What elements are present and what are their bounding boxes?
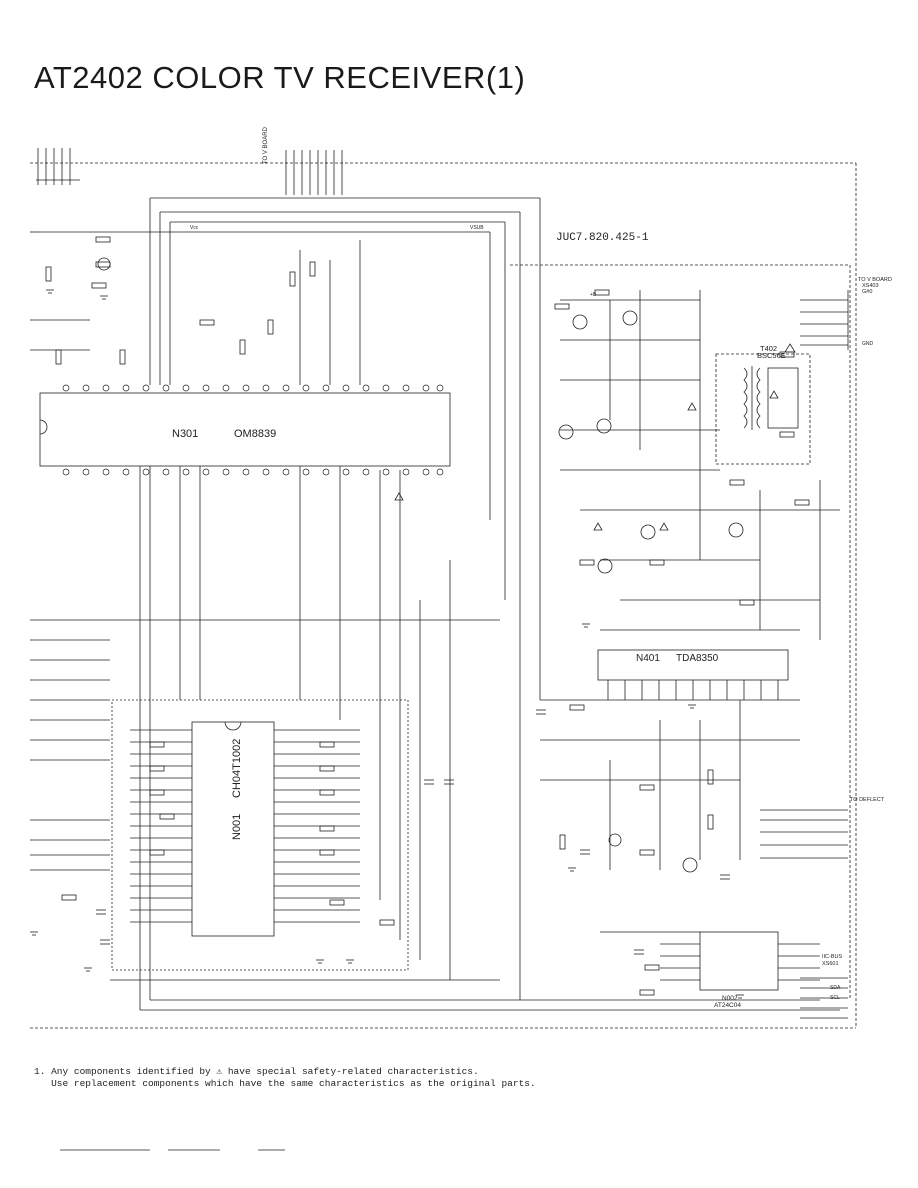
right-top-connector-lines — [800, 290, 849, 350]
net-b-plus: +B — [590, 292, 597, 298]
top-connector-leads — [285, 150, 343, 195]
t402-ref: T402 — [760, 344, 777, 353]
n002-ref: N002 — [722, 995, 738, 1002]
net-scl: SCL — [830, 995, 840, 1001]
ic-n301-notch — [39, 419, 48, 435]
n401-ref: N401 — [636, 653, 660, 664]
top-connector-label: TO V BOARD — [263, 126, 269, 164]
deflect-connector-lines — [760, 809, 848, 859]
iic-connector-label-2: XS601 — [822, 961, 839, 967]
n301-part: OM8839 — [234, 428, 276, 440]
right-connector-label-2: XS403 — [862, 283, 879, 289]
n301-ref: N301 — [172, 428, 198, 440]
net-vsub: VSUB — [470, 225, 484, 231]
n301-pins — [62, 384, 444, 476]
right-connector-label-3: G#0 — [862, 289, 872, 295]
page-title: AT2402 COLOR TV RECEIVER(1) — [34, 60, 526, 95]
drawing-number: JUC7.820.425-1 — [556, 232, 649, 244]
ic-n001-notch — [224, 721, 242, 731]
n002-part: AT24C04 — [714, 1002, 741, 1009]
t402-part: BSC56E — [757, 351, 786, 360]
right-connector-label-1: TO V BOARD — [858, 277, 892, 283]
net-vcc: Vcc — [190, 225, 199, 231]
ground-symbols — [30, 289, 744, 999]
safety-note-line-1: 1. Any components identified by ⚠ have s… — [34, 1066, 479, 1077]
left-side-leads — [30, 619, 110, 871]
n001-ref: N001 — [231, 814, 243, 840]
ic-n002-body — [699, 931, 779, 991]
transistors — [97, 257, 744, 873]
n001-right-pins — [274, 729, 360, 923]
net-sda: SDA — [830, 985, 841, 991]
t402-coils — [743, 366, 799, 430]
iic-connector-label-1: IIC-BUS — [822, 954, 843, 960]
iic-connector-lines — [800, 977, 848, 1019]
n001-part: CH04T1002 — [231, 739, 243, 798]
safety-note-line-2: Use replacement components which have th… — [34, 1078, 536, 1089]
safety-warning-icons — [394, 343, 796, 531]
top-left-leads — [36, 148, 80, 185]
ic-n301-body — [39, 392, 451, 467]
ic-n001-body — [191, 721, 275, 937]
n001-left-pins — [130, 729, 192, 923]
n401-part: TDA8350 — [676, 653, 719, 664]
t402-body — [715, 353, 811, 465]
passive-components — [45, 236, 810, 996]
deflect-connector-label: TO DEFLECT — [850, 797, 885, 803]
net-gnd: GND — [862, 341, 874, 347]
